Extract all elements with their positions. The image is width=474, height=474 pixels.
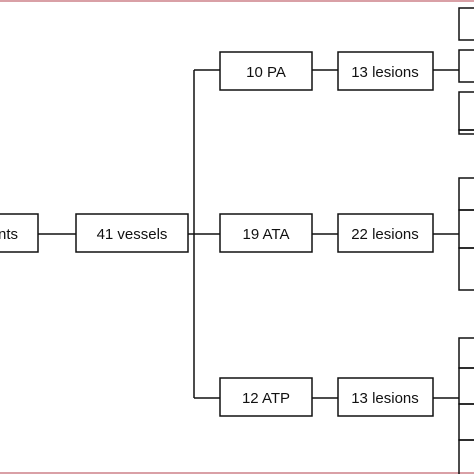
node-atp-lesions: 13 lesions xyxy=(337,377,434,417)
node-ata-lesions-label: 22 lesions xyxy=(351,226,419,243)
outcome-box xyxy=(458,177,474,211)
outcome-boxes-atp xyxy=(458,337,474,474)
node-atp-lesions-label: 13 lesions xyxy=(351,390,419,407)
outcome-box xyxy=(458,367,474,405)
node-ata-label: 19 ATA xyxy=(243,226,290,243)
outcome-box xyxy=(458,403,474,441)
node-vessels-label: 41 vessels xyxy=(97,226,168,243)
outcome-box xyxy=(458,247,474,291)
outcome-box xyxy=(458,439,474,474)
node-patients-label: nts xyxy=(0,226,18,243)
outcome-box xyxy=(458,209,474,249)
node-atp: 12 ATP xyxy=(219,377,313,417)
node-atp-label: 12 ATP xyxy=(242,390,290,407)
outcome-boxes-pa xyxy=(458,7,474,135)
outcome-box xyxy=(458,49,474,83)
node-pa-lesions: 13 lesions xyxy=(337,51,434,91)
outcome-box xyxy=(458,129,474,135)
node-patients: nts xyxy=(0,213,39,253)
outcome-box xyxy=(458,337,474,369)
bottom-border xyxy=(0,472,474,474)
node-pa-lesions-label: 13 lesions xyxy=(351,64,419,81)
node-pa-label: 10 PA xyxy=(246,64,286,81)
node-pa: 10 PA xyxy=(219,51,313,91)
outcome-box xyxy=(458,91,474,131)
outcome-box xyxy=(458,7,474,41)
node-ata-lesions: 22 lesions xyxy=(337,213,434,253)
top-border xyxy=(0,0,474,2)
node-vessels: 41 vessels xyxy=(75,213,189,253)
connectors xyxy=(38,69,459,399)
outcome-boxes-ata xyxy=(458,177,474,291)
node-ata: 19 ATA xyxy=(219,213,313,253)
